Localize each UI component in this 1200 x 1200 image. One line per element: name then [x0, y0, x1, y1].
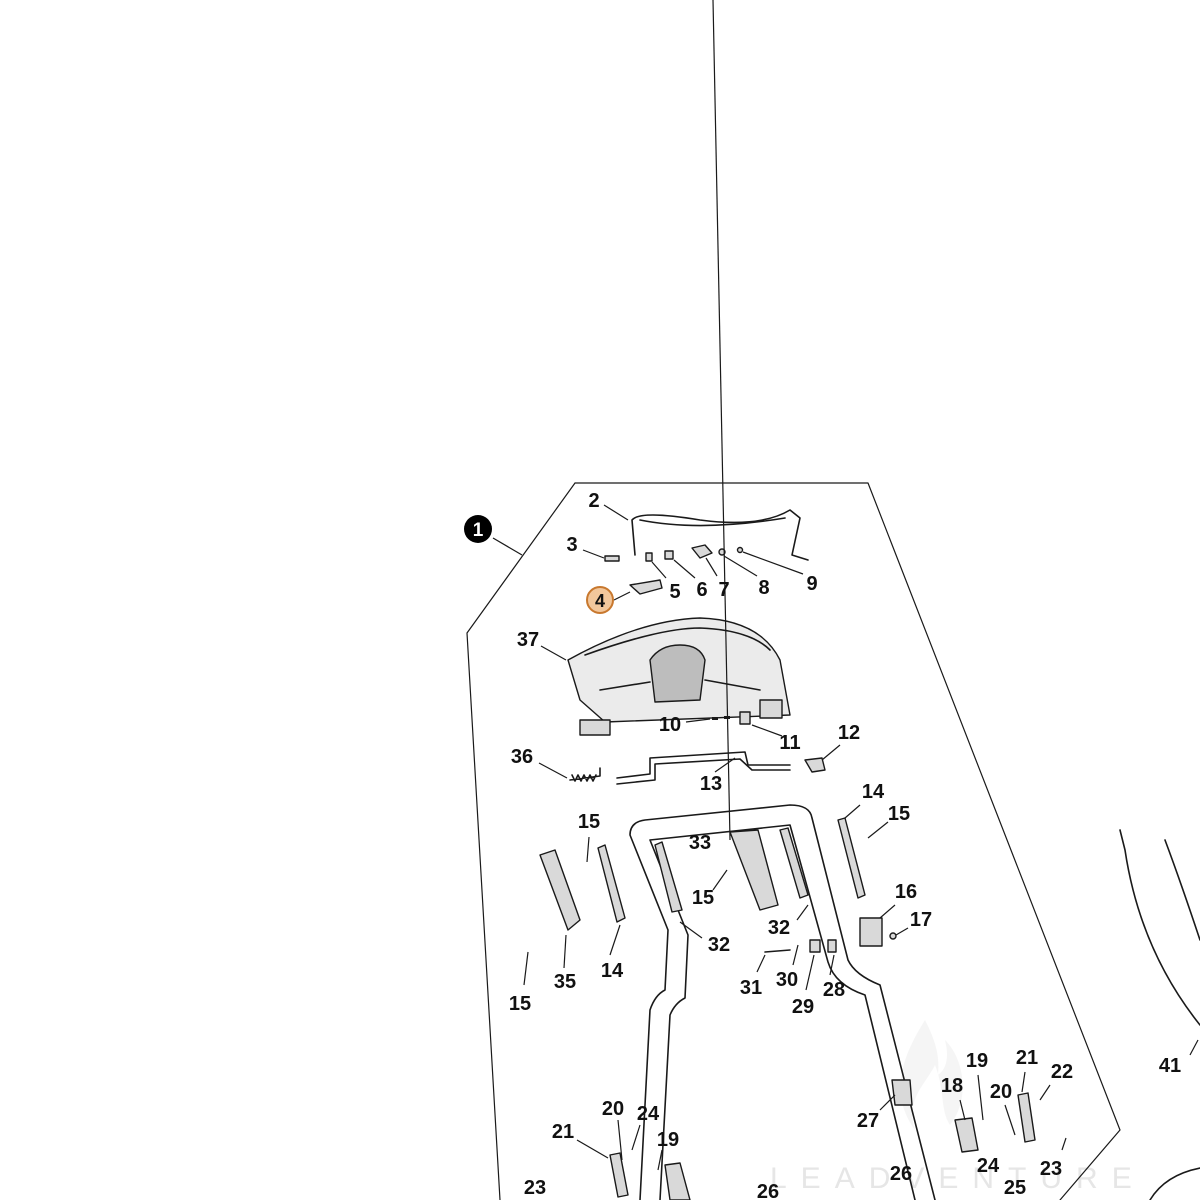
callout-15-left[interactable]: 15: [509, 993, 531, 1015]
callout-35[interactable]: 35: [554, 971, 576, 993]
callout-2[interactable]: 2: [588, 490, 599, 512]
part-12: [804, 757, 826, 773]
callout-18[interactable]: 18: [941, 1075, 963, 1097]
callout-7[interactable]: 7: [718, 579, 729, 601]
watermark-text: LEADVENTURE: [770, 1162, 1146, 1195]
callout-14-right[interactable]: 14: [862, 781, 885, 803]
callout-23-left[interactable]: 23: [524, 1177, 546, 1199]
callout-23-right[interactable]: 23: [1040, 1158, 1062, 1180]
callout-3[interactable]: 3: [566, 534, 577, 556]
callout-36[interactable]: 36: [511, 746, 533, 768]
callout-4[interactable]: 4: [595, 591, 605, 611]
callout-labels: 2 3 5 6 7 8 9 37 10 11 12 36 13 14 15 15…: [509, 490, 1181, 1200]
callout-21-right[interactable]: 21: [1016, 1047, 1038, 1069]
callout-15-right[interactable]: 15: [888, 803, 910, 825]
callout-31[interactable]: 31: [740, 977, 762, 999]
handle-frame-inner: [649, 824, 916, 1200]
assembly-frame: [466, 482, 1121, 1200]
callout-15-top[interactable]: 15: [578, 811, 600, 833]
callout-29[interactable]: 29: [792, 996, 814, 1018]
callout-20-right[interactable]: 20: [990, 1081, 1012, 1103]
callout-21-left[interactable]: 21: [552, 1121, 574, 1143]
callout-32-left[interactable]: 32: [708, 934, 730, 956]
callout-32-right[interactable]: 32: [768, 917, 790, 939]
part-17: [889, 932, 897, 940]
callout-26-right[interactable]: 26: [890, 1163, 912, 1185]
watermark-logo: [900, 1020, 963, 1130]
bail-bar-part: [631, 509, 809, 561]
lever-part: [629, 579, 663, 595]
callout-24-left[interactable]: 24: [637, 1103, 660, 1125]
callout-8[interactable]: 8: [758, 577, 769, 599]
main-assembly-callout: 1: [464, 515, 492, 543]
handle-frame: [629, 804, 936, 1200]
control-panel-housing: [567, 617, 791, 736]
callout-27[interactable]: 27: [857, 1110, 879, 1132]
callout-26-left[interactable]: 26: [757, 1181, 779, 1200]
lower-brackets: [609, 1079, 1036, 1200]
leader-lines: [492, 0, 1199, 1171]
callout-6[interactable]: 6: [696, 579, 707, 601]
callout-25[interactable]: 25: [1004, 1177, 1026, 1199]
hardware-parts-row: [604, 544, 744, 562]
bail-bar-inner: [639, 517, 786, 527]
callout-37[interactable]: 37: [517, 629, 539, 651]
spring-part: [569, 767, 601, 782]
callout-20-left[interactable]: 20: [602, 1098, 624, 1120]
callout-11[interactable]: 11: [779, 732, 800, 754]
callout-5[interactable]: 5: [669, 581, 680, 603]
callout-16[interactable]: 16: [895, 881, 917, 903]
callout-17[interactable]: 17: [910, 909, 932, 931]
callout-9[interactable]: 9: [806, 573, 817, 595]
callout-30[interactable]: 30: [776, 969, 798, 991]
small-parts-28-31: [764, 939, 837, 953]
callout-19-left[interactable]: 19: [657, 1129, 679, 1151]
highlighted-callout[interactable]: 4: [586, 586, 614, 614]
callout-1: 1: [473, 520, 484, 541]
callout-13[interactable]: 13: [700, 773, 722, 795]
rod-part: [616, 751, 791, 779]
callout-22[interactable]: 22: [1051, 1061, 1073, 1083]
callout-24-right[interactable]: 24: [977, 1155, 1000, 1177]
callout-28[interactable]: 28: [823, 979, 845, 1001]
handle-covers: [539, 817, 866, 931]
callout-14-left[interactable]: 14: [601, 960, 624, 982]
callout-33[interactable]: 33: [689, 832, 711, 854]
cable-part: [1119, 829, 1200, 1026]
callout-15-center[interactable]: 15: [692, 887, 714, 909]
callout-10[interactable]: 10: [659, 714, 681, 736]
callout-41[interactable]: 41: [1159, 1055, 1181, 1077]
part-16: [859, 917, 883, 947]
callout-19-right[interactable]: 19: [966, 1050, 988, 1072]
callout-12[interactable]: 12: [838, 722, 860, 744]
